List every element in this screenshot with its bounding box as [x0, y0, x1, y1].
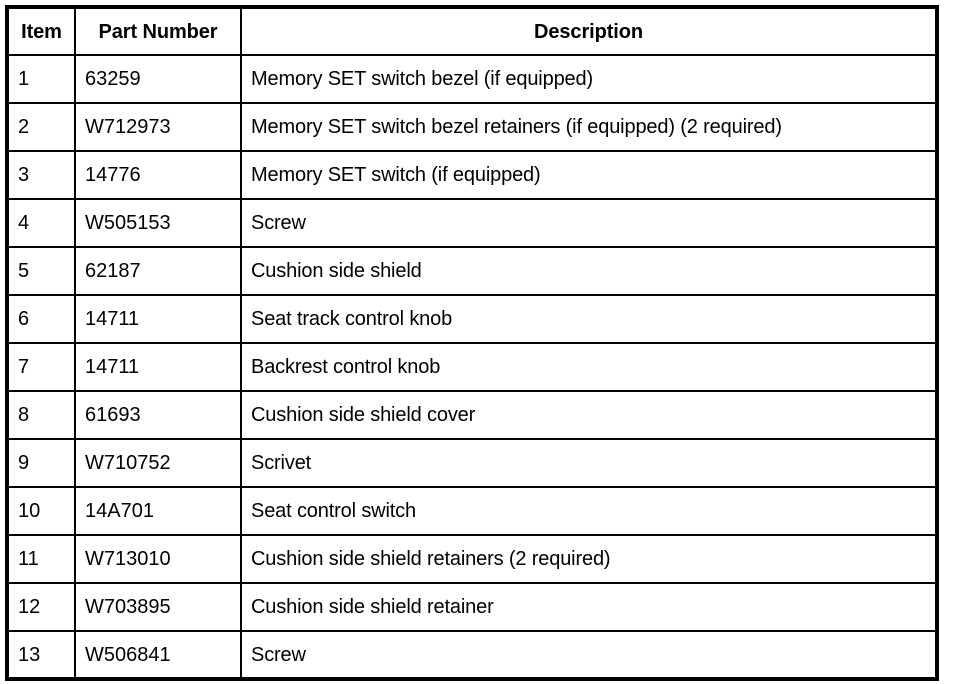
table-row: 4 W505153 Screw	[6, 198, 938, 248]
table-row: 8 61693 Cushion side shield cover	[6, 390, 938, 440]
cell-description: Screw	[240, 630, 938, 680]
table-row: 6 14711 Seat track control knob	[6, 294, 938, 344]
table-row: 7 14711 Backrest control knob	[6, 342, 938, 392]
cell-description: Cushion side shield retainer	[240, 582, 938, 632]
cell-description: Memory SET switch bezel (if equipped)	[240, 54, 938, 104]
cell-item: 2	[6, 102, 76, 152]
cell-item: 11	[6, 534, 76, 584]
cell-item: 10	[6, 486, 76, 536]
cell-description: Cushion side shield cover	[240, 390, 938, 440]
table-row: 12 W703895 Cushion side shield retainer	[6, 582, 938, 632]
table-row: 2 W712973 Memory SET switch bezel retain…	[6, 102, 938, 152]
cell-part-number: 61693	[74, 390, 242, 440]
cell-description: Cushion side shield retainers (2 require…	[240, 534, 938, 584]
cell-description: Seat track control knob	[240, 294, 938, 344]
cell-item: 13	[6, 630, 76, 680]
cell-description: Memory SET switch (if equipped)	[240, 150, 938, 200]
table-row: 11 W713010 Cushion side shield retainers…	[6, 534, 938, 584]
table-row: 13 W506841 Screw	[6, 630, 938, 680]
table-row: 9 W710752 Scrivet	[6, 438, 938, 488]
column-header-item: Item	[6, 6, 76, 56]
cell-part-number: W712973	[74, 102, 242, 152]
cell-part-number: W703895	[74, 582, 242, 632]
column-header-part-number: Part Number	[74, 6, 242, 56]
cell-part-number: 14711	[74, 342, 242, 392]
parts-list-table: Item Part Number Description 1 63259 Mem…	[5, 5, 939, 681]
cell-part-number: W505153	[74, 198, 242, 248]
table-row: 5 62187 Cushion side shield	[6, 246, 938, 296]
table-body: 1 63259 Memory SET switch bezel (if equi…	[6, 54, 938, 680]
table-header-row: Item Part Number Description	[6, 6, 938, 56]
cell-part-number: W506841	[74, 630, 242, 680]
cell-item: 12	[6, 582, 76, 632]
cell-item: 7	[6, 342, 76, 392]
cell-item: 6	[6, 294, 76, 344]
column-header-description: Description	[240, 6, 938, 56]
cell-description: Screw	[240, 198, 938, 248]
cell-item: 1	[6, 54, 76, 104]
cell-item: 4	[6, 198, 76, 248]
cell-item: 3	[6, 150, 76, 200]
cell-description: Seat control switch	[240, 486, 938, 536]
cell-description: Cushion side shield	[240, 246, 938, 296]
cell-part-number: W713010	[74, 534, 242, 584]
cell-part-number: 14711	[74, 294, 242, 344]
cell-part-number: 62187	[74, 246, 242, 296]
cell-item: 5	[6, 246, 76, 296]
table-row: 1 63259 Memory SET switch bezel (if equi…	[6, 54, 938, 104]
cell-part-number: 63259	[74, 54, 242, 104]
cell-item: 8	[6, 390, 76, 440]
table-row: 3 14776 Memory SET switch (if equipped)	[6, 150, 938, 200]
cell-part-number: 14776	[74, 150, 242, 200]
cell-item: 9	[6, 438, 76, 488]
cell-part-number: 14A701	[74, 486, 242, 536]
cell-part-number: W710752	[74, 438, 242, 488]
table-header: Item Part Number Description	[6, 6, 938, 56]
cell-description: Backrest control knob	[240, 342, 938, 392]
cell-description: Memory SET switch bezel retainers (if eq…	[240, 102, 938, 152]
table-row: 10 14A701 Seat control switch	[6, 486, 938, 536]
cell-description: Scrivet	[240, 438, 938, 488]
